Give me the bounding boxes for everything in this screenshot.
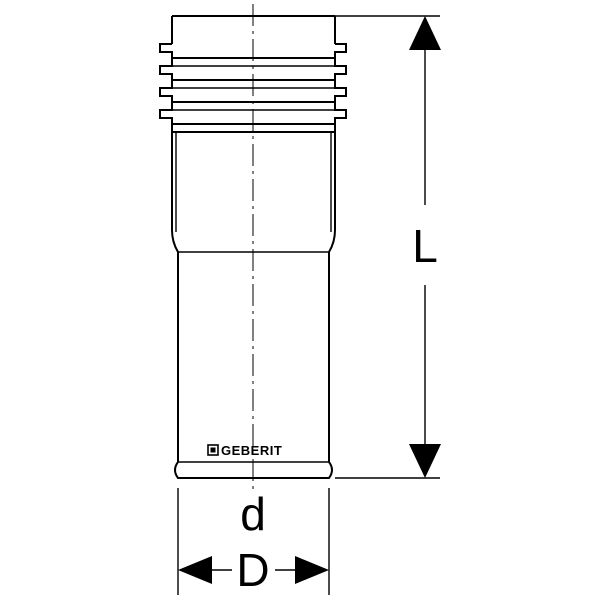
inner-diameter-label: d [240,488,266,540]
length-label: L [412,220,438,272]
geberit-logo: GEBERIT [207,443,282,458]
outer-diameter-label: D [236,544,269,596]
diameter-dimension: d D [177,488,330,596]
length-dimension: L [335,15,441,479]
arrowhead-left [178,556,212,584]
geberit-logo-text: GEBERIT [221,443,282,458]
arrowhead-down [409,444,441,478]
arrowhead-up [409,16,441,50]
arrowhead-right [295,556,329,584]
